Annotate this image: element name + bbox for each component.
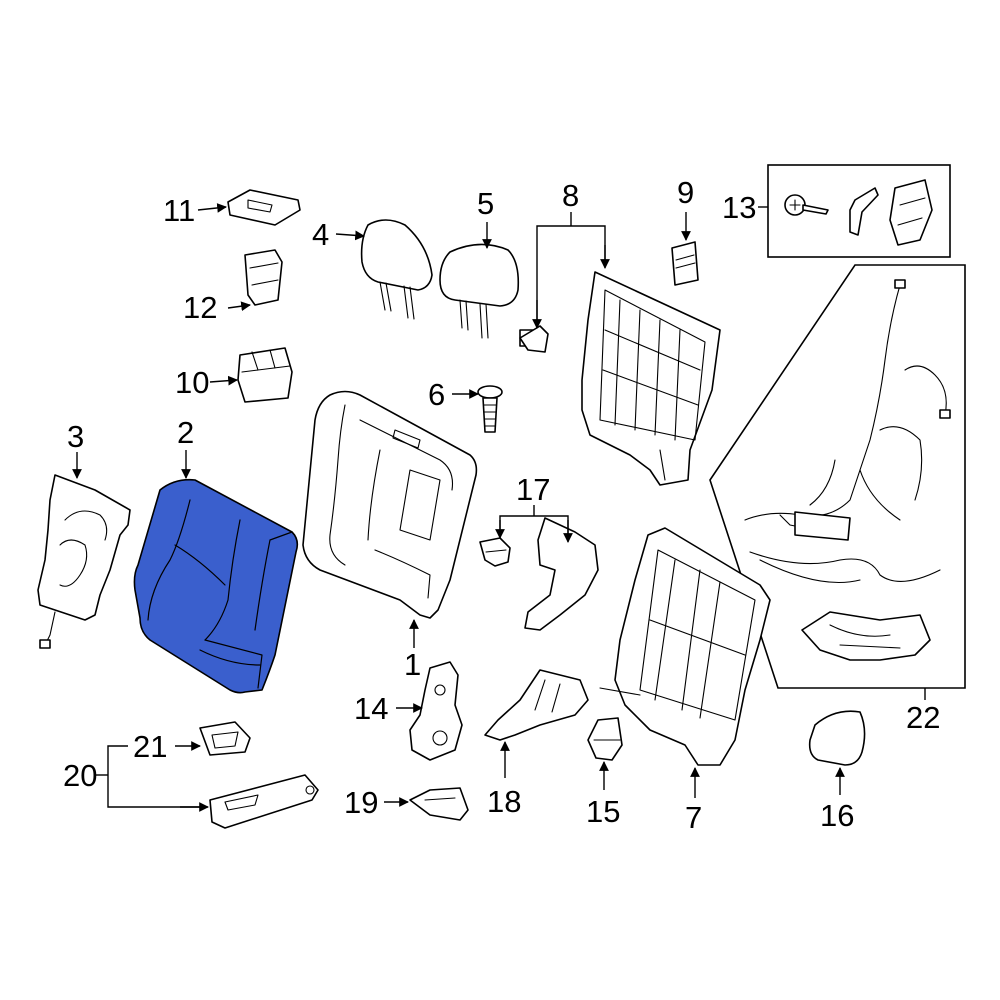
hardware-kit-box[interactable] [767,164,951,258]
knob-cover-part[interactable] [808,710,866,766]
bracket-part[interactable] [484,669,589,741]
seat-back-cover-part[interactable] [133,478,299,694]
lock-part[interactable] [587,717,623,761]
callout-2: 2 [177,415,194,450]
callout-22: 22 [906,700,940,735]
bolt-part[interactable] [477,385,503,433]
callout-21: 21 [133,729,167,764]
callout-1: 1 [404,647,421,682]
side-trim-part[interactable] [479,517,599,631]
end-cover-part[interactable] [409,787,469,821]
callout-13: 13 [722,190,756,225]
callout-15: 15 [586,794,620,829]
headrest-left-part[interactable] [360,219,433,320]
callout-3: 3 [67,419,84,454]
cup-holder-part[interactable] [199,721,251,756]
callout-7: 7 [685,800,702,835]
headrest-right-part[interactable] [439,243,520,339]
callout-16: 16 [820,798,854,833]
callout-19: 19 [344,785,378,820]
seat-back-frame-part[interactable] [599,527,771,766]
seat-heater-part[interactable] [37,474,131,649]
switch-part[interactable] [237,347,293,403]
callout-18: 18 [487,784,521,819]
callout-20: 20 [63,758,97,793]
clip-part[interactable] [671,241,699,286]
armrest-part[interactable] [209,774,319,829]
callout-11: 11 [163,193,195,228]
callout-14: 14 [354,691,388,726]
seat-back-panel-part[interactable] [519,271,721,486]
callout-8: 8 [562,178,579,213]
callout-10: 10 [175,365,209,400]
seat-back-pad-part[interactable] [302,390,478,619]
callout-9: 9 [677,175,694,210]
callout-5: 5 [477,186,494,221]
callout-12: 12 [183,290,217,325]
callout-labels: 1 2 3 4 5 6 7 8 9 10 11 12 13 14 15 16 1… [63,175,940,835]
cover-part[interactable] [227,189,301,226]
callout-6: 6 [428,377,445,412]
leader-lines [72,203,926,812]
callout-17: 17 [516,472,550,507]
latch-part[interactable] [244,249,283,306]
wiring-harness-box[interactable] [709,264,966,689]
callout-4: 4 [312,217,329,252]
